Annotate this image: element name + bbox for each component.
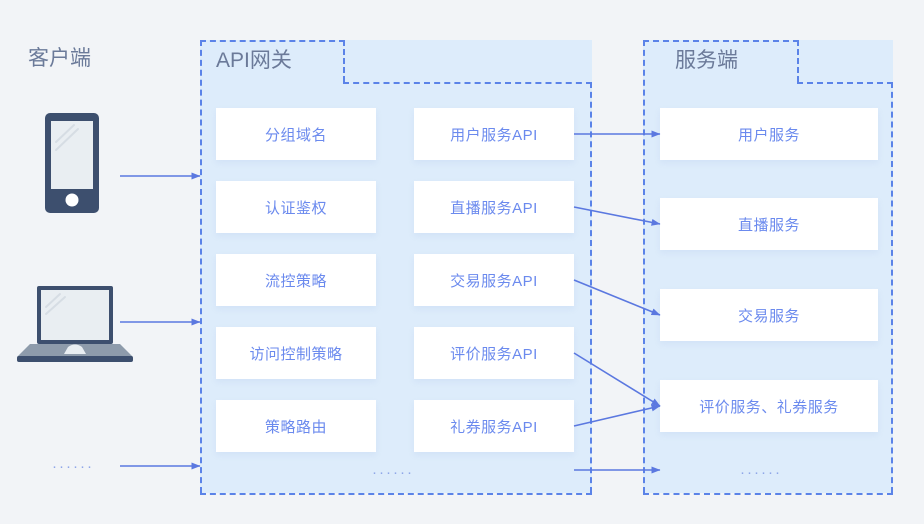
gateway-api-label: 评价服务API (450, 345, 538, 363)
gateway-api-box-4[interactable]: 礼券服务API (414, 400, 574, 452)
gateway-policy-box-2[interactable]: 流控策略 (216, 254, 376, 306)
gateway-policy-box-1[interactable]: 认证鉴权 (216, 181, 376, 233)
server-service-box-3[interactable]: 评价服务、礼券服务 (660, 380, 878, 432)
gateway-api-label: 用户服务API (450, 126, 538, 144)
gateway-api-label: 礼券服务API (450, 418, 538, 436)
server-service-box-1[interactable]: 直播服务 (660, 198, 878, 250)
gateway-policy-box-0[interactable]: 分组域名 (216, 108, 376, 160)
server-service-label: 直播服务 (737, 216, 800, 234)
gateway-policy-box-3[interactable]: 访问控制策略 (216, 327, 376, 379)
gateway-policy-label: 访问控制策略 (249, 345, 343, 363)
server-service-label: 评价服务、礼券服务 (699, 398, 839, 416)
gateway-api-label: 直播服务API (450, 199, 538, 217)
server-service-box-2[interactable]: 交易服务 (660, 289, 878, 341)
gateway-api-box-3[interactable]: 评价服务API (414, 327, 574, 379)
gateway-api-label: 交易服务API (450, 272, 538, 290)
server-service-box-0[interactable]: 用户服务 (660, 108, 878, 160)
gateway-ellipsis: ······ (372, 464, 414, 481)
gateway-policy-box-4[interactable]: 策略路由 (216, 400, 376, 452)
gateway-policy-label: 分组域名 (264, 126, 327, 144)
gateway-policy-label: 认证鉴权 (264, 199, 327, 217)
gateway-border-bottom (200, 493, 592, 495)
client-section-title: 客户端 (28, 47, 91, 70)
laptop-icon (16, 285, 134, 368)
client-ellipsis: ······ (52, 458, 94, 475)
server-section-title: 服务端 (675, 49, 738, 72)
server-service-label: 交易服务 (737, 307, 800, 325)
mobile-phone-icon (44, 112, 100, 219)
gateway-policy-label: 策略路由 (264, 418, 327, 436)
gateway-api-box-1[interactable]: 直播服务API (414, 181, 574, 233)
gateway-section-title: API网关 (216, 49, 292, 72)
server-border-bottom (643, 493, 893, 495)
gateway-api-box-2[interactable]: 交易服务API (414, 254, 574, 306)
server-service-label: 用户服务 (737, 126, 800, 144)
gateway-policy-label: 流控策略 (264, 272, 327, 290)
server-ellipsis: ······ (740, 464, 782, 481)
gateway-api-box-0[interactable]: 用户服务API (414, 108, 574, 160)
